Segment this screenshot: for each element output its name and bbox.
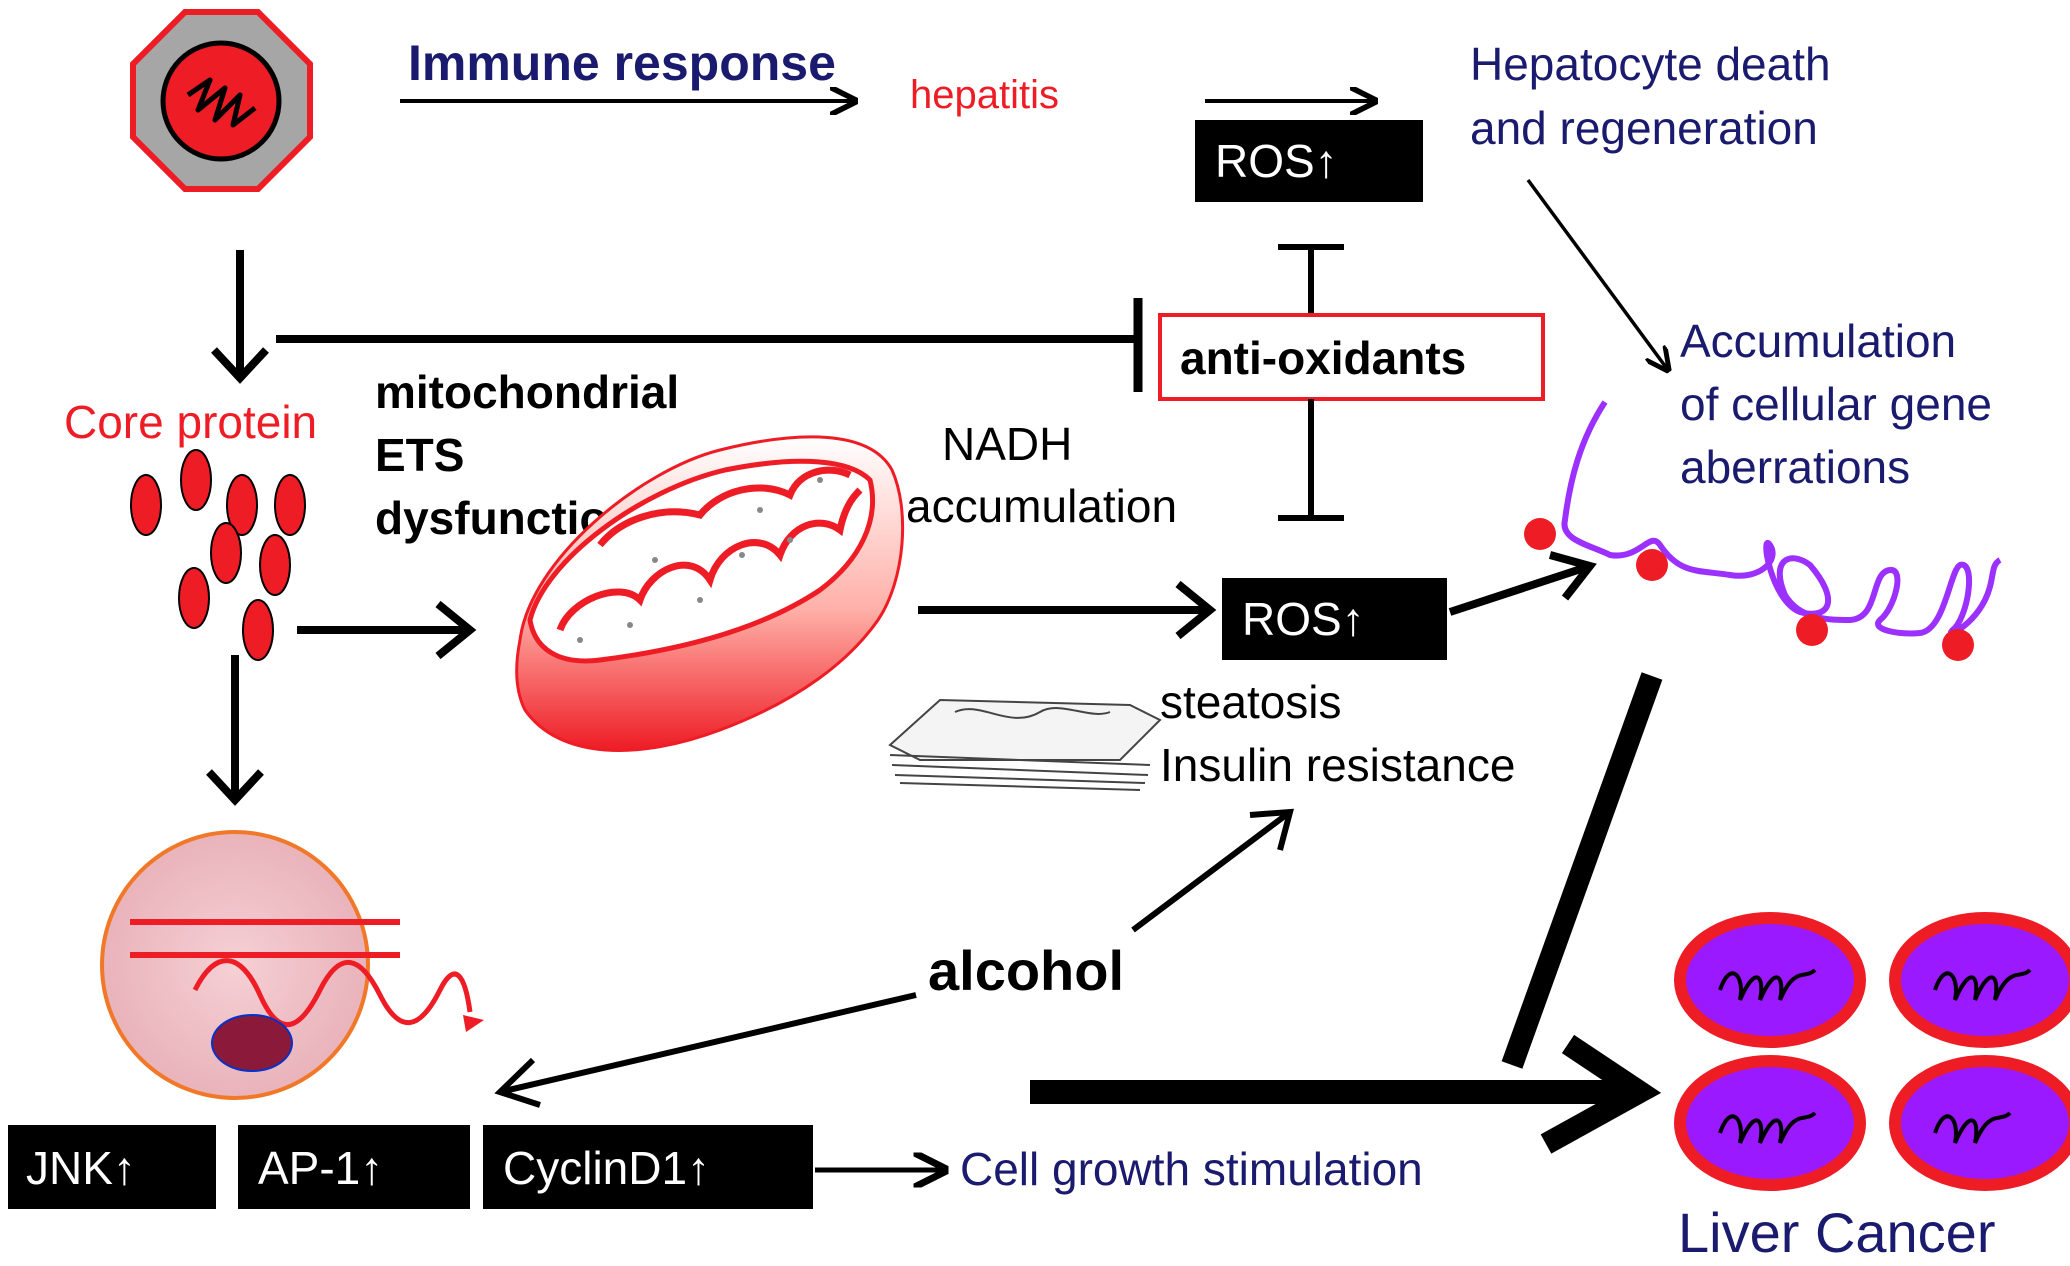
thick-arrows-to-cancer [1030, 672, 1663, 1154]
cancer-cells-icon [1674, 912, 2070, 1191]
jnk-box: JNK↑ [8, 1125, 216, 1209]
accumulation-line2: of cellular gene [1680, 378, 1992, 430]
virus-inhibit-antioxidants [276, 298, 1143, 392]
alcohol-to-signaling-arrow [494, 992, 917, 1108]
ap1-box: AP-1↑ [238, 1125, 470, 1209]
mitochondrion-icon [515, 435, 905, 752]
jnk-label: JNK↑ [26, 1142, 136, 1194]
cyclind1-label: CyclinD1↑ [503, 1142, 710, 1194]
accumulation-line3: aberrations [1680, 441, 1910, 493]
cell-growth-label: Cell growth stimulation [960, 1143, 1423, 1195]
mito-dysfunction-line2: ETS [375, 429, 464, 481]
core-protein-label: Core protein [64, 396, 317, 448]
core-to-mito-arrow [297, 600, 477, 660]
immune-response-label: Immune response [408, 35, 836, 91]
hepatocyte-regeneration-label: and regeneration [1470, 102, 1818, 154]
core-to-nucleus-arrow [206, 655, 264, 806]
ros-to-dna-arrow [1448, 551, 1597, 616]
ap1-label: AP-1↑ [258, 1142, 383, 1194]
hepatocyte-death-label: Hepatocyte death [1470, 38, 1831, 90]
nucleus-icon [100, 830, 484, 1100]
steatosis-label: steatosis [1160, 676, 1342, 728]
virus-to-core-arrow [211, 250, 269, 384]
accumulation-line1: Accumulation [1680, 315, 1956, 367]
hepatocyte-to-accumulation-arrow [1526, 178, 1668, 370]
ros-top-box: ROS↑ [1195, 120, 1423, 202]
antioxidant-inhibit-ros-mid [1278, 399, 1344, 521]
mito-to-ros-arrow [918, 580, 1217, 640]
anti-oxidants-box: anti-oxidants [1158, 313, 1545, 401]
cyclind1-box: CyclinD1↑ [483, 1125, 813, 1209]
hcv-virus-octagon-icon [130, 9, 313, 192]
ros-mid-box: ROS↑ [1222, 578, 1447, 660]
nadh-accumulation-label: accumulation [906, 480, 1177, 532]
alcohol-to-steatosis-arrow [1131, 808, 1294, 933]
nadh-label: NADH [942, 418, 1072, 470]
dna-aberration-icon [1524, 400, 2002, 661]
core-protein-ovals-icon [130, 449, 306, 661]
anti-oxidants-label: anti-oxidants [1180, 332, 1466, 384]
mito-dysfunction-line1: mitochondrial [375, 366, 679, 418]
alcohol-label: alcohol [928, 939, 1124, 1002]
liver-cancer-label: Liver Cancer [1678, 1201, 1995, 1264]
antioxidant-inhibit-ros-top [1278, 244, 1344, 315]
endoplasmic-reticulum-icon [888, 698, 1162, 791]
ros-top-label: ROS↑ [1215, 135, 1338, 187]
hepatitis-label: hepatitis [910, 73, 1059, 117]
insulin-resistance-label: Insulin resistance [1160, 739, 1515, 791]
ros-mid-label: ROS↑ [1242, 593, 1365, 645]
